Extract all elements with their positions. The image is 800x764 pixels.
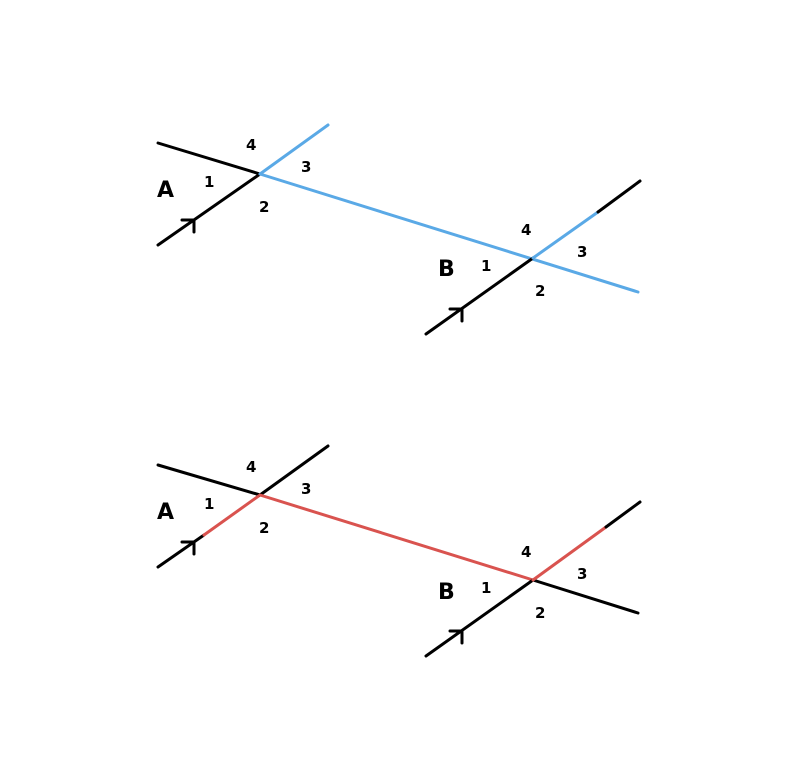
top-point-a-label: A: [157, 178, 174, 203]
bottom-angle-a1: 1: [204, 495, 214, 513]
top-angle-b4: 4: [521, 221, 531, 239]
bottom-angle-b2: 2: [535, 604, 545, 622]
bottom-angle-a4: 4: [246, 458, 256, 476]
top-angle-a2: 2: [259, 198, 269, 216]
bottom-figure: A 1 2 3 4 B 1 2 3 4: [156, 444, 642, 658]
bottom-line-a-lower-black: [156, 533, 206, 569]
top-arrow-a-icon: [180, 218, 196, 234]
top-line-a-lower: [156, 172, 262, 247]
top-angle-b2: 2: [535, 282, 545, 300]
bottom-transversal-right: [531, 578, 640, 615]
bottom-line-b-lower: [424, 578, 535, 658]
bottom-transversal-highlight: [258, 493, 535, 582]
bottom-line-b-end: [604, 500, 642, 529]
bottom-arrow-a-icon: [180, 540, 196, 556]
bottom-transversal-left: [156, 463, 262, 497]
top-angle-b3: 3: [577, 243, 587, 261]
top-line-b-upper-highlight: [531, 210, 600, 260]
bottom-angle-a2: 2: [259, 519, 269, 537]
top-angle-b1: 1: [481, 257, 491, 275]
top-transversal-left: [156, 141, 262, 176]
top-line-a-upper-highlight: [258, 123, 330, 176]
top-transversal-highlight: [258, 172, 640, 294]
top-angle-a1: 1: [204, 173, 214, 191]
bottom-line-b-upper-highlight: [531, 525, 608, 582]
top-line-b-lower: [424, 256, 535, 336]
bottom-line-a-upper: [258, 444, 330, 497]
top-line-b-end: [596, 179, 642, 214]
bottom-arrow-b-icon: [448, 629, 464, 645]
bottom-point-b-label: B: [438, 580, 455, 605]
bottom-angle-b1: 1: [481, 579, 491, 597]
bottom-angle-b4: 4: [521, 543, 531, 561]
top-point-b-label: B: [438, 257, 455, 282]
bottom-angle-b3: 3: [577, 565, 587, 583]
top-arrow-b-icon: [448, 307, 464, 323]
bottom-point-a-label: A: [157, 500, 174, 525]
bottom-angle-a3: 3: [301, 480, 311, 498]
top-angle-a4: 4: [246, 136, 256, 154]
top-figure: A 1 2 3 4 B 1 2 3 4: [156, 123, 642, 336]
bottom-line-a-lower-highlight: [202, 493, 262, 537]
top-angle-a3: 3: [301, 158, 311, 176]
